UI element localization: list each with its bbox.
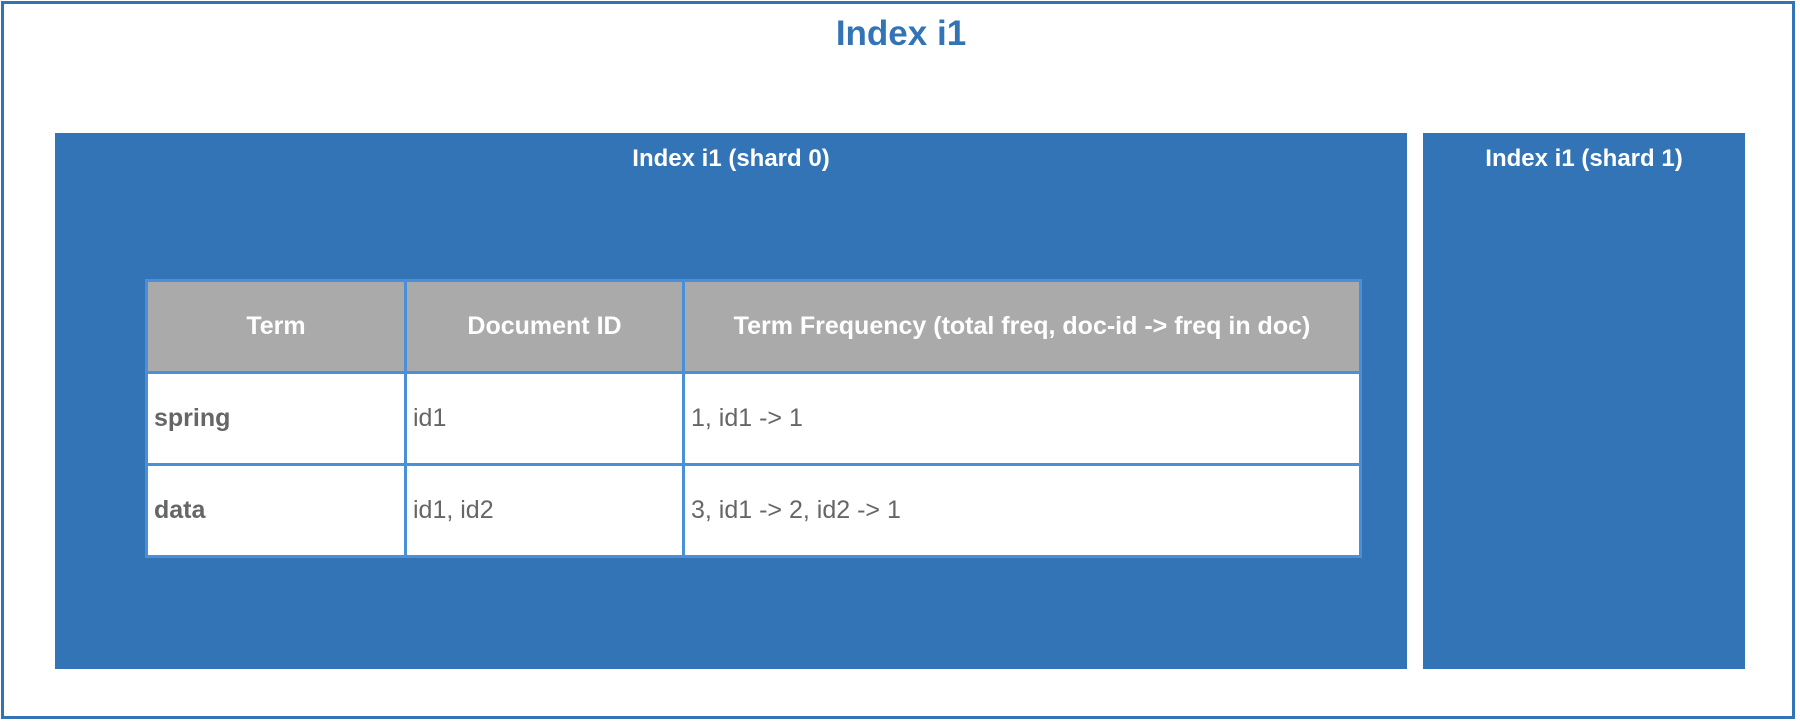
shard-0-title: Index i1 (shard 0) [632, 145, 830, 172]
index-title: Index i1 [835, 14, 967, 53]
term-frequency-cell: 1, id1 -> 1 [682, 371, 1362, 466]
header-term-frequency: Term Frequency (total freq, doc-id -> fr… [682, 279, 1362, 374]
table-header-row: Term Document ID Term Frequency (total f… [145, 279, 1362, 374]
shard-1-title: Index i1 (shard 1) [1485, 145, 1683, 172]
term-frequency-cell: 3, id1 -> 2, id2 -> 1 [682, 463, 1362, 558]
term-cell: spring [145, 371, 407, 466]
term-cell: data [145, 463, 407, 558]
table-row: data id1, id2 3, id1 -> 2, id2 -> 1 [145, 463, 1362, 558]
header-document-id: Document ID [404, 279, 685, 374]
document-id-cell: id1 [404, 371, 685, 466]
document-id-cell: id1, id2 [404, 463, 685, 558]
table-row: spring id1 1, id1 -> 1 [145, 371, 1362, 466]
inverted-index-table: Term Document ID Term Frequency (total f… [145, 279, 1362, 558]
header-term: Term [145, 279, 407, 374]
shard-1-box: Index i1 (shard 1) [1423, 133, 1745, 669]
